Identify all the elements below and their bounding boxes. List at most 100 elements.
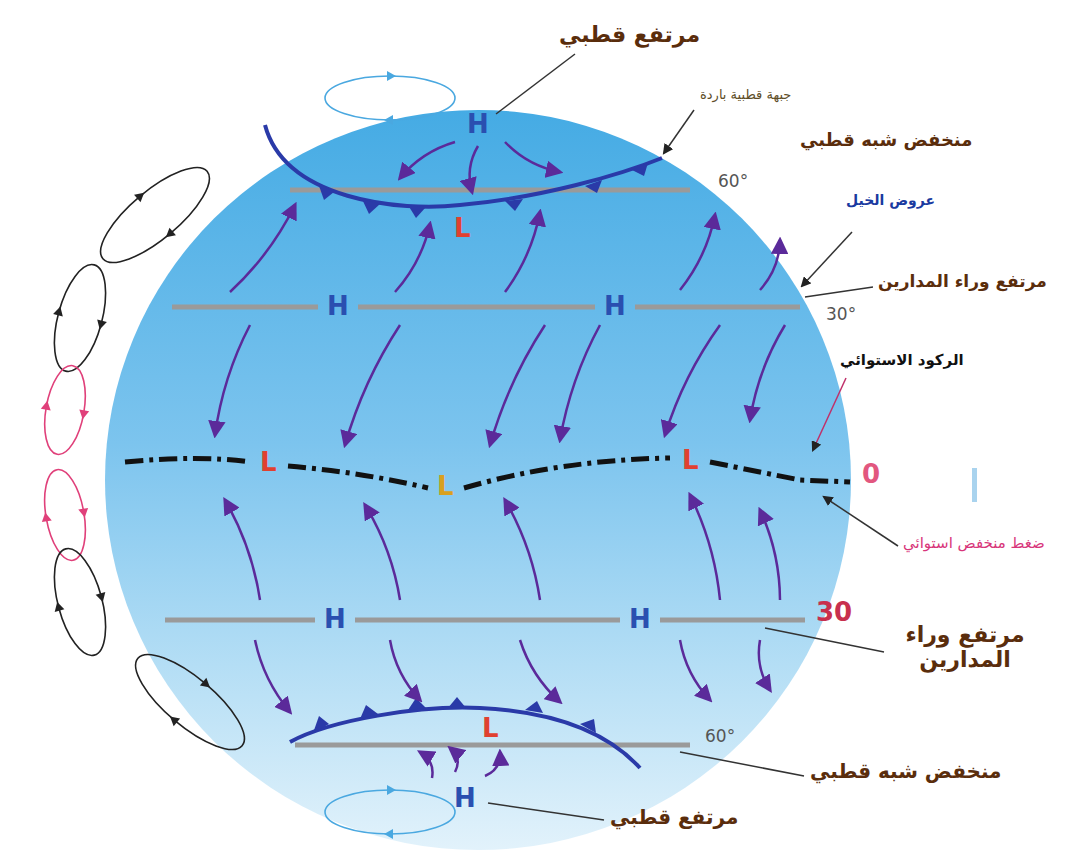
doldrums-line [125, 458, 850, 488]
wind-arrow [520, 640, 560, 702]
cell-loop [38, 362, 91, 457]
leader-line [680, 752, 804, 776]
wind-arrows [215, 142, 785, 778]
front-triangle [408, 205, 426, 218]
high-symbol: H [604, 292, 626, 322]
latitude-30n [172, 305, 318, 310]
circulation-cells [33, 71, 455, 839]
front-label: جبهة قطبية باردة [700, 88, 791, 103]
wind-arrow [225, 500, 260, 600]
leader-lines [488, 54, 898, 820]
front-triangle [632, 163, 648, 176]
leader-line [805, 287, 873, 297]
wind-arrow [395, 224, 430, 292]
equator-segment [288, 466, 428, 488]
wind-arrow [760, 240, 780, 290]
pressure-label: منخفض شبه قطبي [810, 760, 1002, 783]
latitude-60s [295, 743, 690, 748]
circulation-cell [84, 149, 225, 281]
wind-arrow [505, 500, 540, 600]
globe [105, 110, 851, 850]
low-symbol: L [260, 448, 277, 478]
latitude-number: 30 [816, 598, 852, 628]
cell-arrowhead [52, 601, 64, 612]
low-symbol: L [482, 714, 499, 744]
wind-arrow [665, 325, 720, 435]
wind-arrow [450, 748, 458, 772]
wind-arrow [470, 146, 478, 192]
circulation-cell [119, 636, 260, 768]
wind-arrow [400, 142, 455, 178]
latitude-number: 0 [862, 460, 880, 490]
wind-arrow [390, 640, 420, 700]
wind-arrow [690, 495, 720, 600]
cell-arrowhead [41, 400, 52, 411]
cell-arrowhead [40, 512, 51, 523]
latitude-30s [355, 618, 620, 623]
blue-mark [972, 468, 977, 502]
front-triangle [360, 705, 378, 719]
wind-arrow [505, 142, 560, 172]
pressure-label: مرتفع قطبي [610, 806, 738, 829]
equator-segment [710, 462, 850, 482]
front-triangle [362, 199, 380, 214]
front-triangle [505, 199, 523, 211]
circulation-cell [34, 362, 97, 459]
front-triangle [408, 698, 426, 710]
front-triangle [525, 701, 543, 713]
cell-arrowhead [134, 189, 147, 202]
cell-arrowhead [387, 71, 396, 81]
cold-front [265, 125, 662, 207]
wind-arrow [750, 325, 785, 420]
latitude-bars [165, 190, 805, 745]
cell-loop [325, 790, 455, 834]
latitude-30s [660, 618, 805, 623]
wind-arrow [680, 215, 715, 290]
high-symbol: H [327, 292, 349, 322]
leader-line [765, 628, 884, 652]
circulation-cell [325, 71, 455, 125]
cell-arrowhead [167, 713, 180, 726]
pressure-label: منخفض شبه قطبي [800, 130, 972, 151]
wind-arrow [420, 752, 433, 778]
low-symbol: L [682, 446, 699, 476]
pressure-label: مرتفع وراء المدارين [878, 272, 1047, 292]
belt-label: الركود الاستوائي [840, 352, 964, 369]
high-symbol: H [467, 110, 489, 140]
front-triangle [585, 180, 602, 193]
wind-arrow [255, 640, 290, 712]
low-symbol: L [437, 472, 454, 502]
wind-arrow [759, 640, 770, 690]
wind-arrow [365, 505, 400, 600]
front-triangle [580, 719, 596, 733]
equator-segment [125, 459, 250, 463]
wind-arrow [345, 325, 400, 445]
wind-arrow [505, 212, 540, 292]
wind-arrow [215, 325, 250, 435]
latitude-60n [290, 188, 690, 193]
circulation-cell [325, 785, 455, 839]
cell-arrowhead [78, 409, 89, 420]
wind-arrow [230, 205, 295, 292]
cell-arrowhead [384, 829, 393, 839]
cell-arrowhead [96, 592, 108, 603]
cell-arrowhead [384, 115, 393, 125]
wind-arrow [490, 325, 545, 445]
wind-arrow [760, 510, 780, 600]
belt-label: عروض الخيل [846, 192, 935, 208]
cell-arrowhead [387, 785, 396, 795]
front-triangle [313, 716, 329, 733]
latitude-number: 30° [826, 305, 856, 325]
latitude-number: 60° [705, 727, 735, 747]
cold-front [290, 708, 640, 768]
high-symbol: H [454, 784, 476, 814]
cell-loop [325, 76, 455, 120]
cell-arrowhead [78, 508, 89, 519]
leader-line [496, 54, 575, 114]
latitude-30n [358, 305, 595, 310]
cell-arrowhead [53, 305, 65, 316]
wind-arrow [560, 325, 600, 440]
